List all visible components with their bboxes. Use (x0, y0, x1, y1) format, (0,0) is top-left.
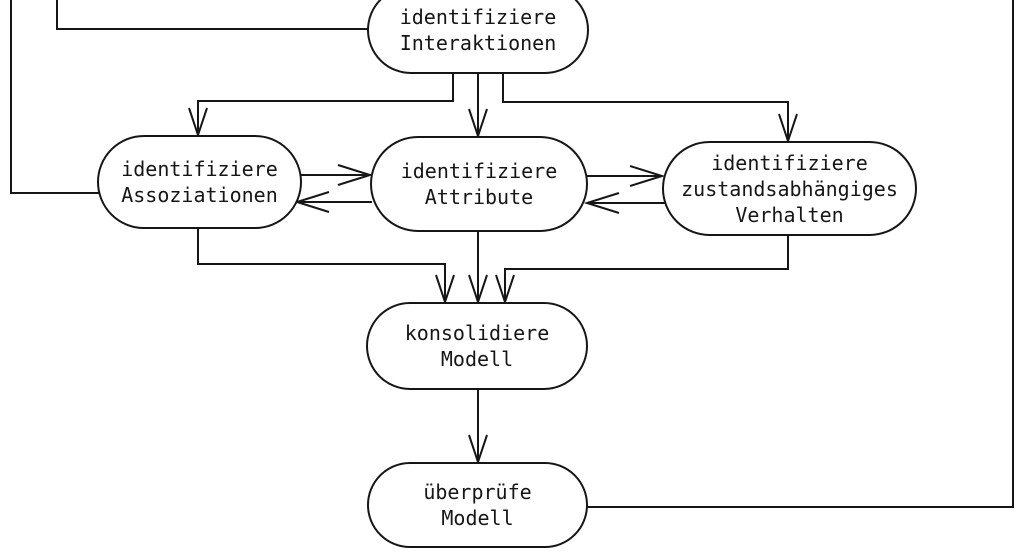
edge-attribute-to-assoziationen (293, 191, 372, 213)
node-label-assoziationen: identifiziere Assoziationen (121, 157, 278, 207)
node-label-konsolidiere: konsolidiere Modell (404, 321, 550, 371)
edge-offcanvas-to-interaktionen (56, 0, 370, 30)
edge-ueberpruefe-to-offcanvas (586, 0, 1014, 508)
node-label-interaktionen: identifiziere Interaktionen (399, 5, 557, 55)
edge-offcanvas-to-assoziationen (10, 0, 100, 194)
edge-verhalten-to-attribute (583, 192, 665, 214)
edge-interaktionen-to-verhalten (502, 73, 798, 145)
node-identifiziere-interaktionen: identifiziere Interaktionen (367, 0, 589, 74)
edge-konsolidiere-to-ueberpruefe (468, 388, 488, 466)
edge-attribute-to-konsolidiere (468, 230, 488, 306)
node-identifiziere-assoziationen: identifiziere Assoziationen (97, 135, 302, 229)
edge-attribute-to-verhalten (586, 165, 666, 187)
edge-verhalten-to-konsolidiere (495, 234, 789, 306)
edge-assoziationen-to-konsolidiere (197, 227, 455, 306)
node-label-ueberpruefe: überprüfe Modell (423, 480, 532, 530)
node-label-attribute: identifiziere Attribute (400, 159, 558, 209)
node-konsolidiere-modell: konsolidiere Modell (366, 302, 588, 390)
node-ueberpruefe-modell: überprüfe Modell (367, 462, 588, 548)
node-identifiziere-zustandsabhaengiges-verhalten: identifiziere zustandsabhängiges Verhalt… (662, 141, 917, 236)
node-identifiziere-attribute: identifiziere Attribute (370, 136, 588, 232)
edge-assoziationen-to-attribute (297, 164, 374, 186)
edge-interaktionen-to-assoziationen (188, 73, 454, 139)
edge-interaktionen-to-attribute (468, 73, 488, 140)
node-label-verhalten: identifiziere zustandsabhängiges Verhalt… (681, 150, 898, 227)
